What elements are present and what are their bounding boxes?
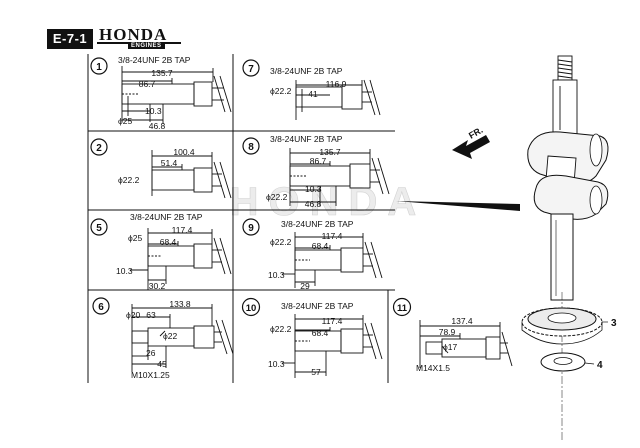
diameter-label: ϕ22.2 [266,192,288,202]
ref-circle [242,137,260,155]
dim-label: 68.4 [160,237,177,247]
diameter-label: ϕ22.2 [118,175,140,185]
dim-label: 46.8 [149,121,166,131]
crankshaft-end-drawing [151,150,232,199]
ref-number: 5 [96,223,102,234]
tap-label: 3/8-24UNF 2B TAP [118,55,191,65]
dim-label: 137.4 [451,316,473,326]
diameter-label: ϕ22.2 [270,86,292,96]
crankshaft-end-drawing [295,79,381,120]
crankshaft-illustration [396,55,609,440]
section-code-badge: E-7-1 [47,29,93,49]
diameter-label: ϕ22.2 [270,324,292,334]
dim-label: 45 [157,359,167,369]
dim-label: 10.3 [145,106,162,116]
variant-10: 10 3/8-24UNF 2B TAP 117.4 68.4 10.3 57 ϕ… [241,297,383,378]
ref-circle [392,297,412,317]
diameter-label: ϕ25 [128,233,142,243]
ref-number: 7 [248,64,254,75]
variant-1: 1 3/8-24UNF 2B TAP 135.7 86.7 10.3 46.8 … [90,55,232,131]
diameter-label: ϕ20 [126,310,140,320]
front-direction-arrow: FR. [452,125,490,159]
washer [540,352,595,372]
ref-number: 10 [246,303,257,314]
ref-number: 2 [96,143,102,154]
dim-label: 10.3 [305,184,322,194]
tap-label: 3/8-24UNF 2B TAP [270,134,343,144]
dim-label: 117.4 [322,231,343,241]
tap-label: 3/8-24UNF 2B TAP [270,66,343,76]
arrow-icon [452,135,490,159]
diameter-label: ϕ22.2 [270,237,292,247]
dim-label: 10.3 [268,270,285,280]
dim-label: 68.4 [312,241,329,251]
pointer-wedge [396,201,520,211]
timing-gear [521,307,608,345]
brand-sub-label: ENGINES [128,43,165,49]
dim-label: 26 [146,348,156,358]
brand-logo: HONDA [99,25,168,44]
variant-8: 8 3/8-24UNF 2B TAP 135.7 86.7 10.3 46.8 … [242,134,390,209]
dim-label: 46.8 [305,199,322,209]
crankshaft-end-drawing [131,304,234,372]
dim-label: 29 [300,281,310,291]
dim-label: 117.4 [322,316,343,326]
crankshaft-end-drawing [282,232,383,288]
diameter-label: ϕ22 [163,331,177,341]
dim-label: 86.7 [310,156,327,166]
dim-label: 133.8 [169,299,191,309]
tap-label: 3/8-24UNF 2B TAP [281,219,354,229]
grid-lines [87,54,395,383]
dim-label: 117.4 [172,225,193,235]
variant-6: 6 133.8 63 26 45 ϕ20 ϕ22 M10X1.25 [92,297,234,380]
ref-circle [92,297,110,315]
dim-label: 116.9 [326,79,347,89]
ref-circle [90,218,108,236]
tap-label: 3/8-24UNF 2B TAP [281,301,354,311]
crankshaft-end-drawing [282,314,383,378]
ref-circle [242,59,260,77]
dim-label: 78.9 [439,327,456,337]
ref-circle [242,218,260,236]
ref-circle [90,138,108,156]
dim-label: 135.7 [319,147,341,157]
ref-number: 8 [248,142,254,153]
crankshaft-end-drawing [130,228,232,290]
crankshaft-end-drawing [121,66,232,124]
variant-5: 5 3/8-24UNF 2B TAP 117.4 68.4 10.3 30.2 … [90,212,232,291]
variant-11: 11 137.4 78.9 ϕ17 M14X1.5 [392,297,513,373]
thread-label: M10X1.25 [131,370,170,380]
dim-label: 10.3 [268,359,285,369]
dim-label: 135.7 [151,68,173,78]
dim-label: 63 [146,310,156,320]
ref-number: 1 [96,62,102,73]
variant-2: 2 100.4 51.4 ϕ22.2 [90,138,232,199]
ref-circle [90,57,108,75]
dim-label: 68.4 [312,328,329,338]
diameter-label: ϕ25 [118,116,132,126]
thread-label: M14X1.5 [416,363,450,373]
variant-7: 7 3/8-24UNF 2B TAP 116.9 41 ϕ22.2 [242,59,381,120]
ref-number: 6 [98,302,104,313]
dim-label: 30.2 [149,281,166,291]
dim-label: 86.7 [139,79,156,89]
dim-label: 10.3 [116,266,133,276]
header: E-7-1 HONDA ENGINES [0,0,640,52]
crankshaft-end-drawing [289,148,390,206]
variant-9: 9 3/8-24UNF 2B TAP 117.4 68.4 10.3 29 ϕ2… [242,218,383,291]
callout-3: 3 [611,318,617,329]
callout-4: 4 [597,360,603,371]
ref-number: 11 [397,303,408,314]
dim-label: 57 [311,367,321,377]
ref-circle [241,297,261,317]
watermark: HONDA [230,180,427,224]
diameter-label: ϕ17 [443,342,457,352]
tap-label: 3/8-24UNF 2B TAP [130,212,203,222]
dim-label: 51.4 [161,158,178,168]
dim-label: 41 [308,89,318,99]
crankshaft-end-drawing [419,320,513,368]
dim-label: 100.4 [173,147,195,157]
ref-number: 9 [248,223,254,234]
